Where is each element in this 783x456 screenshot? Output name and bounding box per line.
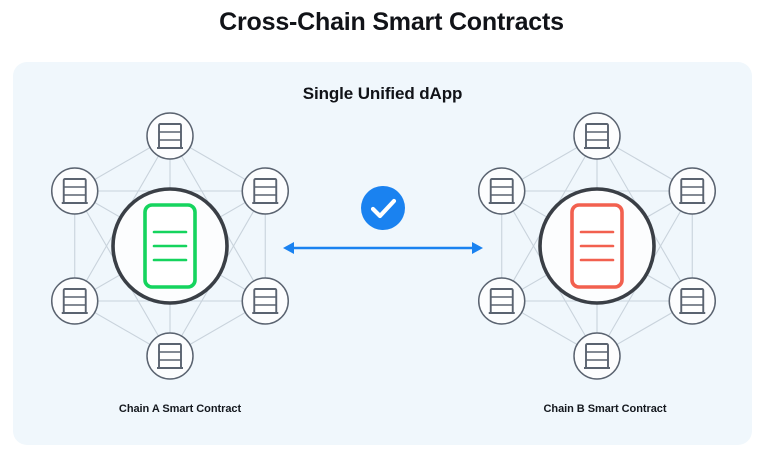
network-node-chain-a-3 xyxy=(241,277,290,325)
network-node-chain-b-3 xyxy=(668,277,717,325)
network-node-chain-b-1 xyxy=(573,112,621,160)
network-node-chain-b-2 xyxy=(668,167,717,215)
contract-hub-chain-b xyxy=(538,187,656,305)
cluster-caption-chain-b: Chain B Smart Contract xyxy=(543,403,667,415)
network-nodes xyxy=(50,112,717,380)
server-rack-icon xyxy=(60,288,89,314)
network-node-chain-a-6 xyxy=(50,167,99,215)
network-node-chain-a-1 xyxy=(146,112,194,160)
contract-hubs xyxy=(111,187,656,305)
network-node-chain-a-4 xyxy=(146,332,194,380)
server-rack-icon xyxy=(156,343,184,369)
panel-subtitle: Single Unified dApp xyxy=(302,84,463,103)
cross-chain-connector xyxy=(283,186,483,254)
server-rack-icon xyxy=(678,178,707,204)
bidirectional-arrow-icon xyxy=(283,242,483,254)
check-circle-icon xyxy=(361,186,405,230)
page-title: Cross-Chain Smart Contracts xyxy=(219,8,564,36)
server-rack-icon xyxy=(487,178,516,204)
server-rack-icon xyxy=(487,288,516,314)
server-rack-icon xyxy=(156,123,184,149)
document-icon xyxy=(570,203,624,289)
server-rack-icon xyxy=(60,178,89,204)
server-rack-icon xyxy=(251,288,280,314)
server-rack-icon xyxy=(583,343,611,369)
document-icon xyxy=(143,203,197,289)
network-node-chain-b-4 xyxy=(573,332,621,380)
contract-hub-chain-a xyxy=(111,187,229,305)
server-rack-icon xyxy=(251,178,280,204)
network-node-chain-a-5 xyxy=(50,277,99,325)
network-node-chain-b-5 xyxy=(477,277,526,325)
server-rack-icon xyxy=(678,288,707,314)
server-rack-icon xyxy=(583,123,611,149)
cluster-caption-chain-a: Chain A Smart Contract xyxy=(118,403,242,415)
network-node-chain-a-2 xyxy=(241,167,290,215)
network-node-chain-b-6 xyxy=(477,167,526,215)
